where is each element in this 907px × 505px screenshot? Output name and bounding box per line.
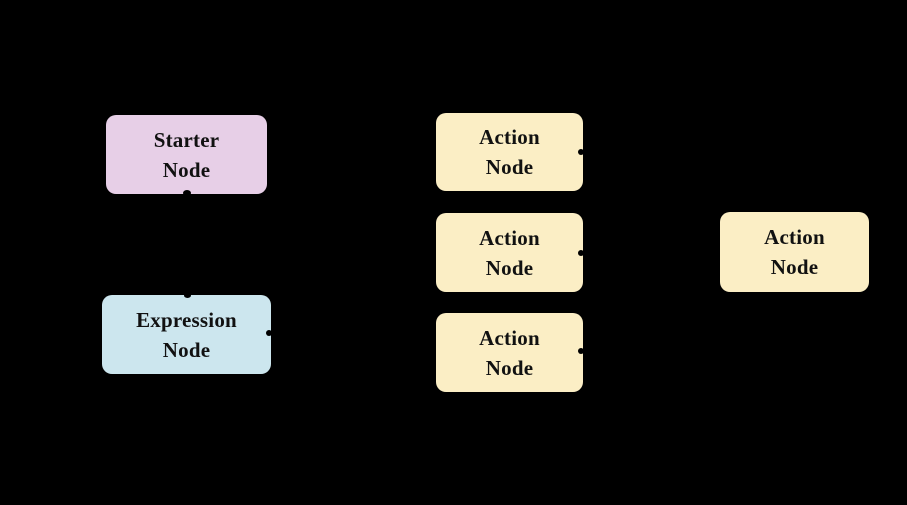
- action-node-3: Action Node: [436, 313, 583, 392]
- action-node-3-label: Action Node: [479, 325, 540, 380]
- action-node-1-label: Action Node: [479, 125, 540, 179]
- action-node-2: Action Node: [436, 213, 583, 292]
- connector-artifact-dot: [578, 149, 584, 155]
- starter-node-label: Starter Node: [153, 127, 220, 182]
- action-node-right-label: Action Node: [764, 225, 825, 279]
- action-node-2-label: Action Node: [479, 225, 540, 280]
- connector-artifact-dot: [266, 330, 272, 336]
- connector-artifact-dot: [184, 293, 191, 298]
- starter-node: Starter Node: [106, 115, 267, 194]
- action-node-right: Action Node: [720, 212, 869, 292]
- connector-artifact-dot: [578, 348, 584, 354]
- expression-node-label: Expression Node: [136, 307, 237, 362]
- expression-node: Expression Node: [102, 295, 271, 374]
- connector-artifact-dot: [183, 190, 191, 196]
- action-node-1: Action Node: [436, 113, 583, 191]
- connector-artifact-dot: [578, 250, 584, 256]
